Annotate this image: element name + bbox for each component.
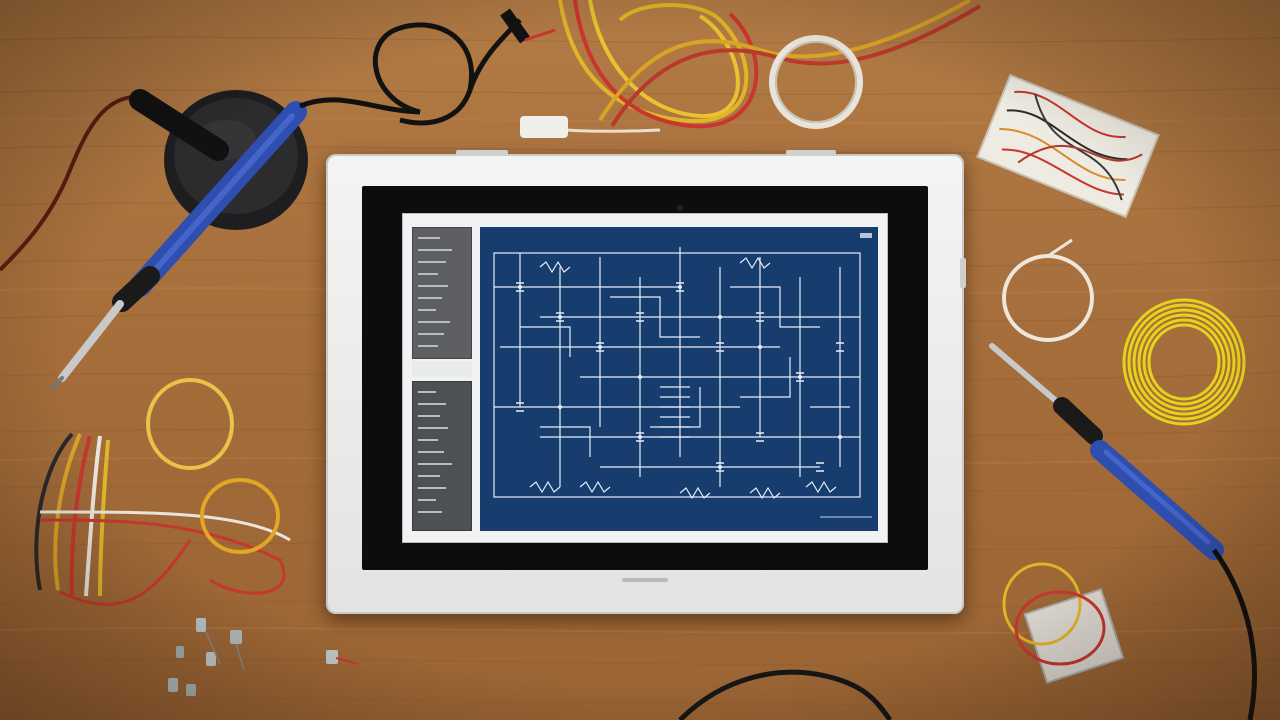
tablet-top-button-left [456, 150, 508, 156]
tablet-screen [402, 213, 888, 543]
sidebar-divider [412, 361, 472, 377]
tablet-bottom-port [622, 578, 668, 582]
camera-icon [677, 205, 683, 211]
schematic-drawing [493, 247, 872, 518]
schematic-tag [860, 233, 872, 238]
sidebar-panel-top [412, 227, 472, 359]
tablet-bezel [362, 186, 928, 570]
sidebar-panel-bottom [412, 381, 472, 531]
tablet-top-button-right [786, 150, 836, 156]
tablet [326, 150, 966, 614]
tablet-side-button [960, 258, 966, 288]
circuit-schematic [480, 227, 878, 531]
